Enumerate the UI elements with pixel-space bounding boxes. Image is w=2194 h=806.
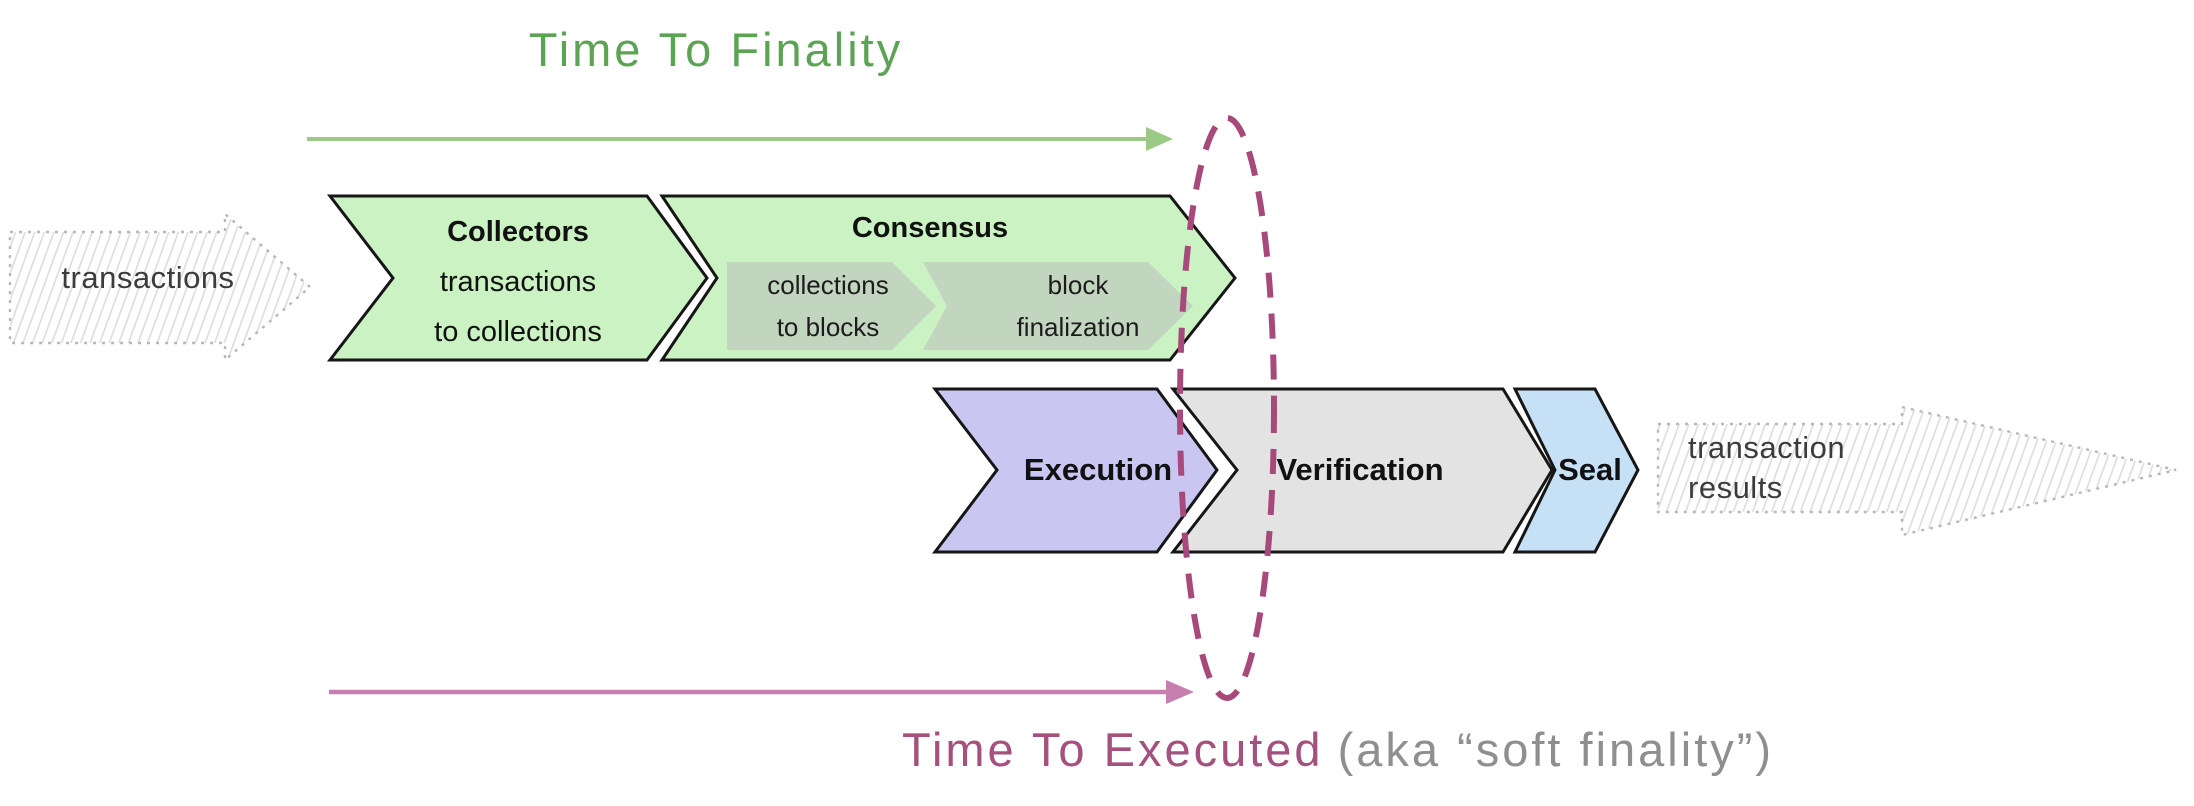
collectors-title: Collectors xyxy=(447,216,589,248)
time-to-executed-arrowhead-icon xyxy=(1166,680,1194,704)
collections-to-blocks-chevron xyxy=(727,262,936,350)
execution-label: Execution xyxy=(1023,452,1173,487)
time-to-finality-arrowhead-icon xyxy=(1146,127,1173,151)
soft-finality-note: (aka “soft finality”) xyxy=(1337,723,1775,776)
collectors-chevron xyxy=(326,194,709,362)
soft-finality-boundary-ellipse xyxy=(1177,115,1277,701)
transactions-input-label: transactions xyxy=(61,260,235,295)
block-finalization-chevron xyxy=(923,262,1193,350)
execution-chevron xyxy=(931,387,1219,554)
seal-chevron xyxy=(1512,387,1640,554)
collectors-label: Collectors transactions to collections xyxy=(368,207,668,357)
consensus-title: Consensus xyxy=(851,212,1009,244)
seal-label: Seal xyxy=(1558,452,1622,487)
transactions-input-arrow-icon xyxy=(8,211,312,363)
collectors-subtitle: transactions to collections xyxy=(434,266,602,348)
collections-to-blocks-label: collections to blocks xyxy=(767,270,889,342)
time-to-executed-text: Time To Executed xyxy=(902,723,1324,776)
transaction-results-label: transaction results xyxy=(1688,430,1846,505)
transaction-results-output-arrow-icon xyxy=(1656,405,2177,537)
block-finalization-label: block finalization xyxy=(1016,270,1140,342)
verification-label: Verification xyxy=(1276,452,1444,487)
time-to-executed-title: Time To Executed(aka “soft finality”) xyxy=(902,722,2102,777)
time-to-finality-title: Time To Finality xyxy=(528,23,904,76)
verification-chevron xyxy=(1169,387,1554,554)
